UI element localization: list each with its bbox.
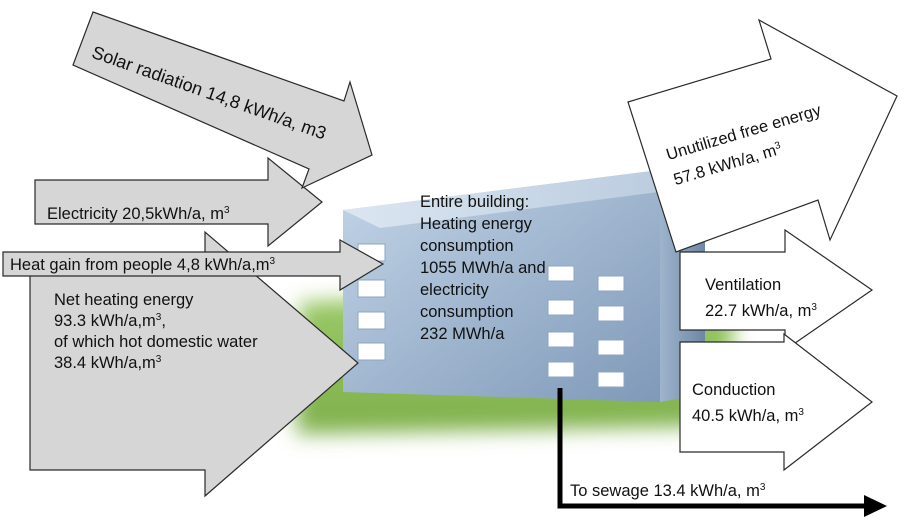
conduction-line2: 40.5 kWh/a, m3: [692, 407, 804, 425]
building-windows: [357, 243, 625, 388]
building-line-5: electricity: [420, 281, 489, 299]
building-line-3: consumption: [420, 237, 514, 255]
solar-radiation-arrow: [72, 11, 373, 190]
ventilation-arrow: [679, 228, 874, 352]
net-heating-line1: Net heating energy: [54, 291, 194, 309]
building: [343, 170, 705, 402]
net-heating-label: Net heating energy 93.3 kWh/a,m3, of whi…: [54, 290, 258, 374]
net-heating-line4: 38.4 kWh/a,m3: [54, 354, 162, 372]
electricity-label: Electricity 20,5kWh/a, m3: [47, 205, 230, 223]
building-front: [343, 170, 660, 402]
building-line-7: 232 MWh/a: [420, 325, 505, 343]
sewage-arrow: [557, 388, 887, 517]
conduction-arrow: [679, 332, 873, 472]
people-heat-arrow: [2, 238, 385, 292]
people-heat-label: Heat gain from people 4,8 kWh/a,m3: [10, 256, 276, 274]
conduction-line1: Conduction: [692, 381, 776, 399]
building-line-6: consumption: [420, 303, 514, 321]
building-top: [343, 170, 705, 228]
conduction-label: Conduction 40.5 kWh/a, m3: [692, 377, 804, 429]
building-label: Entire building: Heating energy consumpt…: [420, 191, 546, 345]
ventilation-label: Ventilation 22.7 kWh/a, m3: [705, 272, 817, 324]
ventilation-line1: Ventilation: [705, 276, 782, 294]
sewage-label: To sewage 13.4 kWh/a, m3: [570, 482, 766, 500]
building-line-1: Entire building:: [420, 193, 530, 211]
building-line-2: Heating energy: [420, 215, 532, 233]
building-line-4: 1055 MWh/a and: [420, 259, 546, 277]
ventilation-line2: 22.7 kWh/a, m3: [705, 302, 817, 320]
net-heating-line2: 93.3 kWh/a,m3,: [54, 312, 166, 330]
electricity-arrow: [34, 156, 323, 248]
net-heating-line3: of which hot domestic water: [54, 333, 258, 351]
unutilized-energy-arrow: [627, 18, 898, 253]
